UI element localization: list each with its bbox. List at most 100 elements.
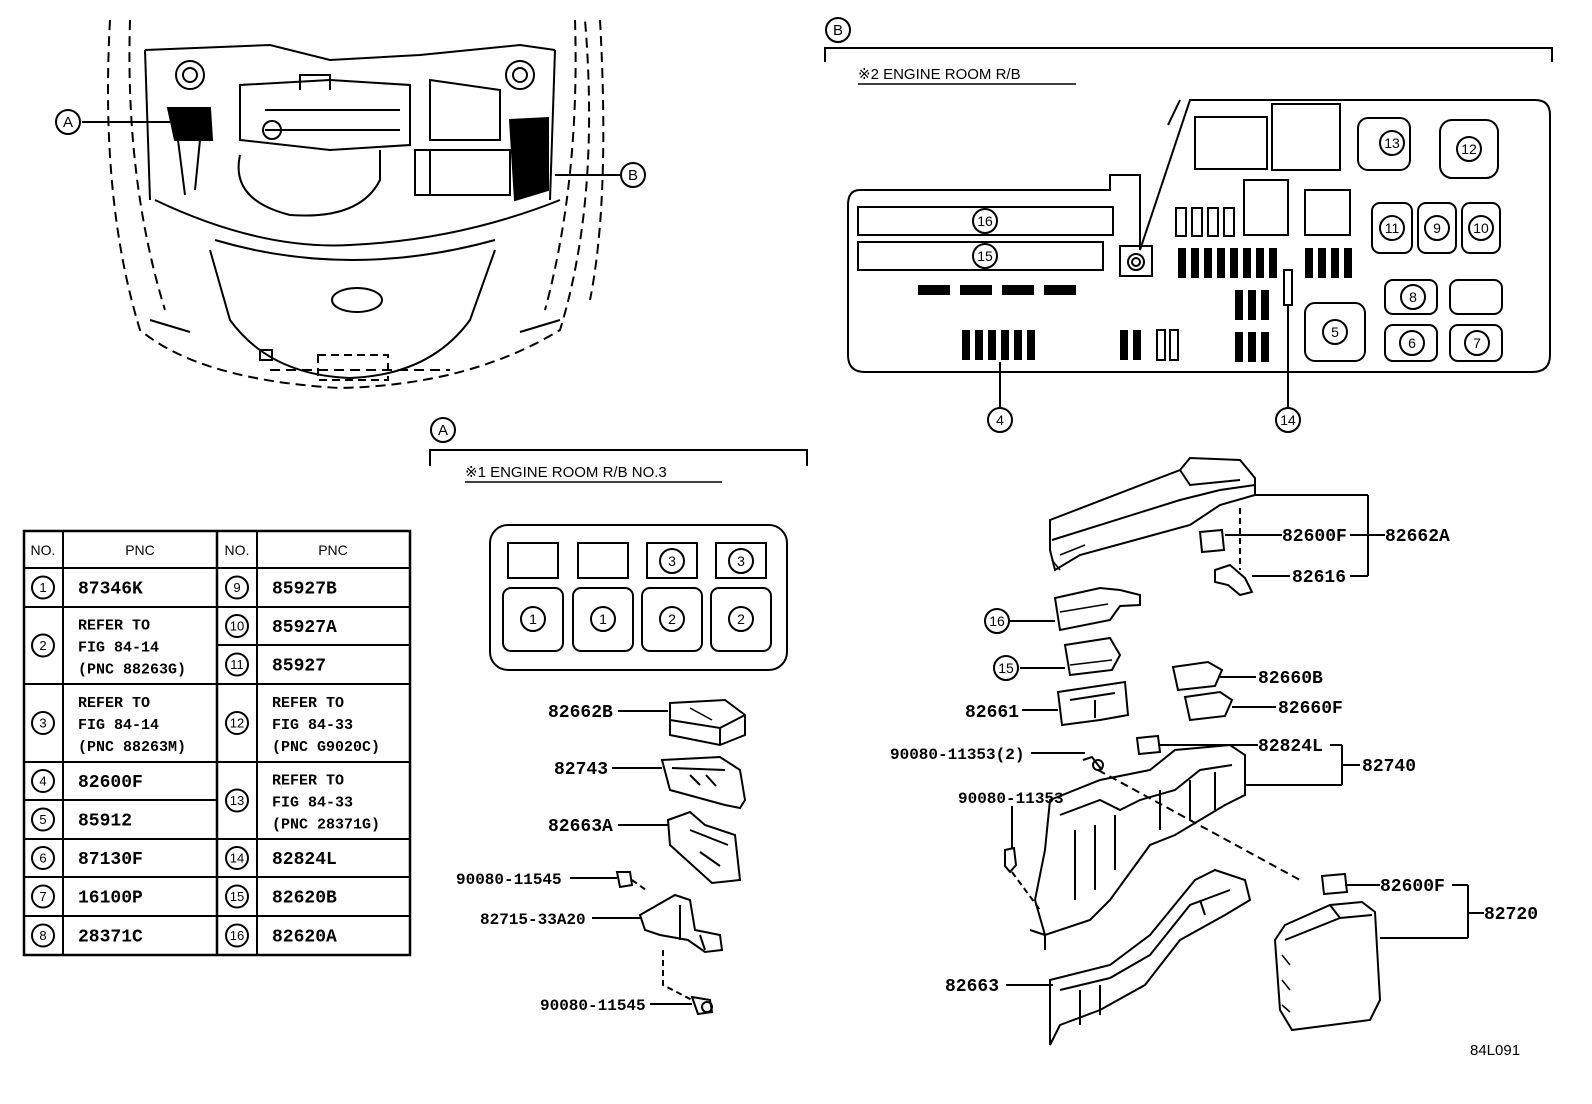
table-no-left-6-text: 6 (39, 851, 46, 866)
box-b-marker-15-text: 15 (977, 248, 993, 264)
box-a-bottom-slot-3-text: 2 (668, 611, 676, 627)
table-header-no-right: NO. (225, 542, 250, 558)
table-pnc-right-13: FIG 84-33 (272, 795, 353, 812)
table-no-left-1: 1 (31, 575, 55, 600)
table-pnc-right-14: 82824L (272, 850, 337, 870)
box-a-top-slot-3: 3 (659, 548, 685, 574)
table-no-right-12-text: 12 (230, 716, 244, 731)
parts-b-labels: 82600F 82662A 82616 82660B 82661 82660F … (890, 527, 1538, 997)
part-82663a-label: 82663A (548, 817, 613, 837)
table-no-right-13: 13 (225, 788, 249, 813)
box-b-marker-6: 6 (1399, 330, 1425, 356)
table-no-left-7-text: 7 (39, 889, 46, 904)
parts-b-drawing (1004, 456, 1484, 1046)
fuse-bars (918, 248, 1352, 362)
table-no-left-6: 6 (31, 846, 55, 870)
box-b-marker-16-text: 16 (977, 213, 993, 229)
table-no-right-15-text: 15 (230, 889, 244, 904)
box-a-bottom-slot-1: 1 (520, 606, 546, 632)
part-82600f-label-1: 82600F (1282, 527, 1347, 547)
table-no-right-11: 11 (225, 652, 249, 677)
table-pnc-right-11: 85927 (272, 657, 326, 677)
section-a-title: ※1 ENGINE ROOM R/B NO.3 (465, 464, 667, 481)
table-pnc-right-10: 85927A (272, 618, 337, 638)
table-pnc-left-1: 87346K (78, 580, 143, 600)
callout-b-letter: B (628, 167, 638, 184)
box-a-bottom-slot-4: 2 (728, 606, 754, 632)
part-82662b-label: 82662B (548, 703, 613, 723)
table-pnc-right-12: FIG 84-33 (272, 717, 353, 734)
part-82600f-label-2: 82600F (1380, 877, 1445, 897)
table-pnc-left-3: REFER TO (78, 695, 150, 712)
part-82743-label: 82743 (554, 760, 608, 780)
table-header-no-left: NO. (31, 542, 56, 558)
box-a-bottom-slot-2: 1 (590, 606, 616, 632)
table-no-left-3-text: 3 (39, 716, 46, 731)
part-82720-label: 82720 (1484, 905, 1538, 925)
box-b-marker-13: 13 (1379, 130, 1405, 156)
box-b-marker-12: 12 (1456, 136, 1482, 162)
table-no-left-8-text: 8 (39, 928, 46, 943)
table-no-right-9: 9 (225, 575, 249, 600)
box-a-top-slot-3-text: 3 (668, 553, 676, 569)
table-pnc-left-4: 82600F (78, 773, 143, 793)
box-b-marker-14-text: 14 (1280, 412, 1296, 428)
box-b-marker-13-text: 13 (1384, 135, 1400, 151)
box-b-marker-4-text: 4 (996, 412, 1004, 428)
box-a-bottom-slot-2-text: 1 (599, 611, 607, 627)
table-no-right-10: 10 (225, 614, 249, 638)
box-b-marker-11: 11 (1379, 215, 1405, 241)
part-82824l-label: 82824L (1258, 737, 1323, 757)
table-no-right-9-text: 9 (233, 580, 240, 595)
section-a: A ※1 ENGINE ROOM R/B NO.3 (429, 417, 808, 671)
box-b-marker-8: 8 (1400, 284, 1426, 310)
table-no-right-12: 12 (225, 711, 249, 735)
section-b-title: ※2 ENGINE ROOM R/B (858, 66, 1021, 83)
table-no-left-5-text: 5 (39, 812, 46, 827)
table-pnc-left-3: FIG 84-14 (78, 717, 159, 734)
table-no-right-15: 15 (225, 884, 249, 909)
table-pnc-left-2: REFER TO (78, 618, 150, 635)
table-no-left-5: 5 (31, 807, 55, 832)
part-90080-11353-label: 90080-11353 (958, 790, 1064, 808)
box-a-top-slot-4: 3 (728, 548, 754, 574)
parts-a-drawing (570, 698, 747, 1016)
table-header-pnc-right: PNC (318, 542, 348, 558)
box-b-marker-8-text: 8 (1409, 289, 1417, 305)
section-a-letter: A (438, 422, 448, 439)
parts-b-marker-15-text: 15 (998, 660, 1014, 676)
table-no-right-14-text: 14 (230, 851, 244, 866)
table-pnc-left-2: (PNC 88263G) (78, 662, 186, 679)
table-no-left-8: 8 (31, 923, 55, 948)
parts-b-marker-16-text: 16 (989, 613, 1005, 629)
table-pnc-left-8: 28371C (78, 928, 143, 948)
box-a-top-slot-4-text: 3 (737, 553, 745, 569)
table-no-left-2-text: 2 (39, 638, 46, 653)
box-b-marker-10: 10 (1468, 215, 1494, 241)
box-a-bottom-slot-3: 2 (659, 606, 685, 632)
figure-id: 84L091 (1470, 1042, 1520, 1059)
table-no-right-16: 16 (225, 923, 249, 948)
table-no-right-16-text: 16 (230, 928, 244, 943)
part-82740-label: 82740 (1362, 757, 1416, 777)
table-no-left-1-text: 1 (39, 580, 46, 595)
box-b-marker-12-text: 12 (1461, 141, 1477, 157)
table-no-right-10-text: 10 (230, 619, 244, 634)
table-pnc-left-3: (PNC 88263M) (78, 739, 186, 756)
parts-b-marker-16: 16 (984, 608, 1010, 634)
section-b-letter: B (833, 22, 843, 39)
table-pnc-right-9: 85927B (272, 580, 337, 600)
parts-a-labels: 82662B 82743 82663A 90080-11545 82715-33… (456, 703, 646, 1015)
callout-a-letter: A (63, 114, 73, 131)
part-82715-33a20-label: 82715-33A20 (480, 911, 586, 929)
table-no-left-7: 7 (31, 884, 55, 909)
table-no-left-4: 4 (31, 769, 55, 793)
table-no-right-13-text: 13 (230, 793, 244, 808)
table-pnc-right-12: (PNC G9020C) (272, 739, 380, 756)
part-82616-label: 82616 (1292, 568, 1346, 588)
part-82660b-label: 82660B (1258, 669, 1323, 689)
